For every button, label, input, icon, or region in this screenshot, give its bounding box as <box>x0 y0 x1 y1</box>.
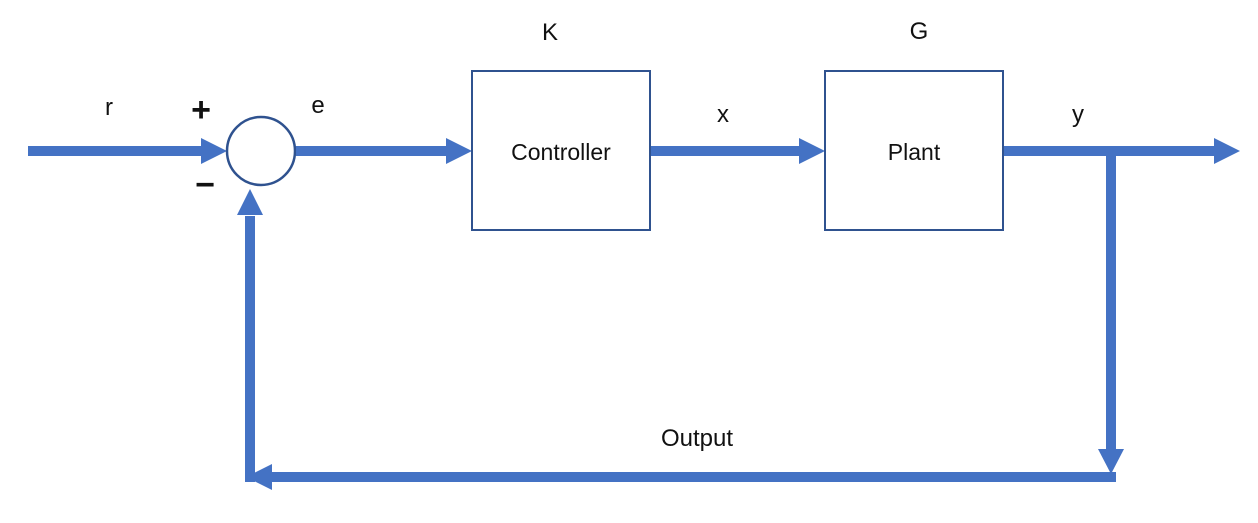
output-arrow <box>1004 138 1240 164</box>
controller-symbol-label: K <box>542 19 558 46</box>
feedback-path-label: Output <box>661 425 733 452</box>
minus-sign: − <box>195 166 215 204</box>
controller-block-label: Controller <box>511 139 611 165</box>
control-arrow <box>651 138 825 164</box>
feedback-return-arrow <box>237 189 263 482</box>
controller-block <box>471 70 651 231</box>
plant-block <box>824 70 1004 231</box>
plus-sign: + <box>191 91 211 129</box>
plant-block-label: Plant <box>888 139 941 165</box>
feedback-bottom-arrow <box>246 464 1116 490</box>
input-signal-label: r <box>105 94 113 121</box>
error-arrow <box>296 138 472 164</box>
summing-junction <box>225 115 297 187</box>
output-signal-label: y <box>1072 101 1084 128</box>
plant-symbol-label: G <box>910 18 929 45</box>
error-signal-label: e <box>311 92 324 119</box>
control-signal-label: x <box>717 101 729 128</box>
input-arrow <box>28 138 227 164</box>
feedback-branch-arrow <box>1098 151 1124 474</box>
